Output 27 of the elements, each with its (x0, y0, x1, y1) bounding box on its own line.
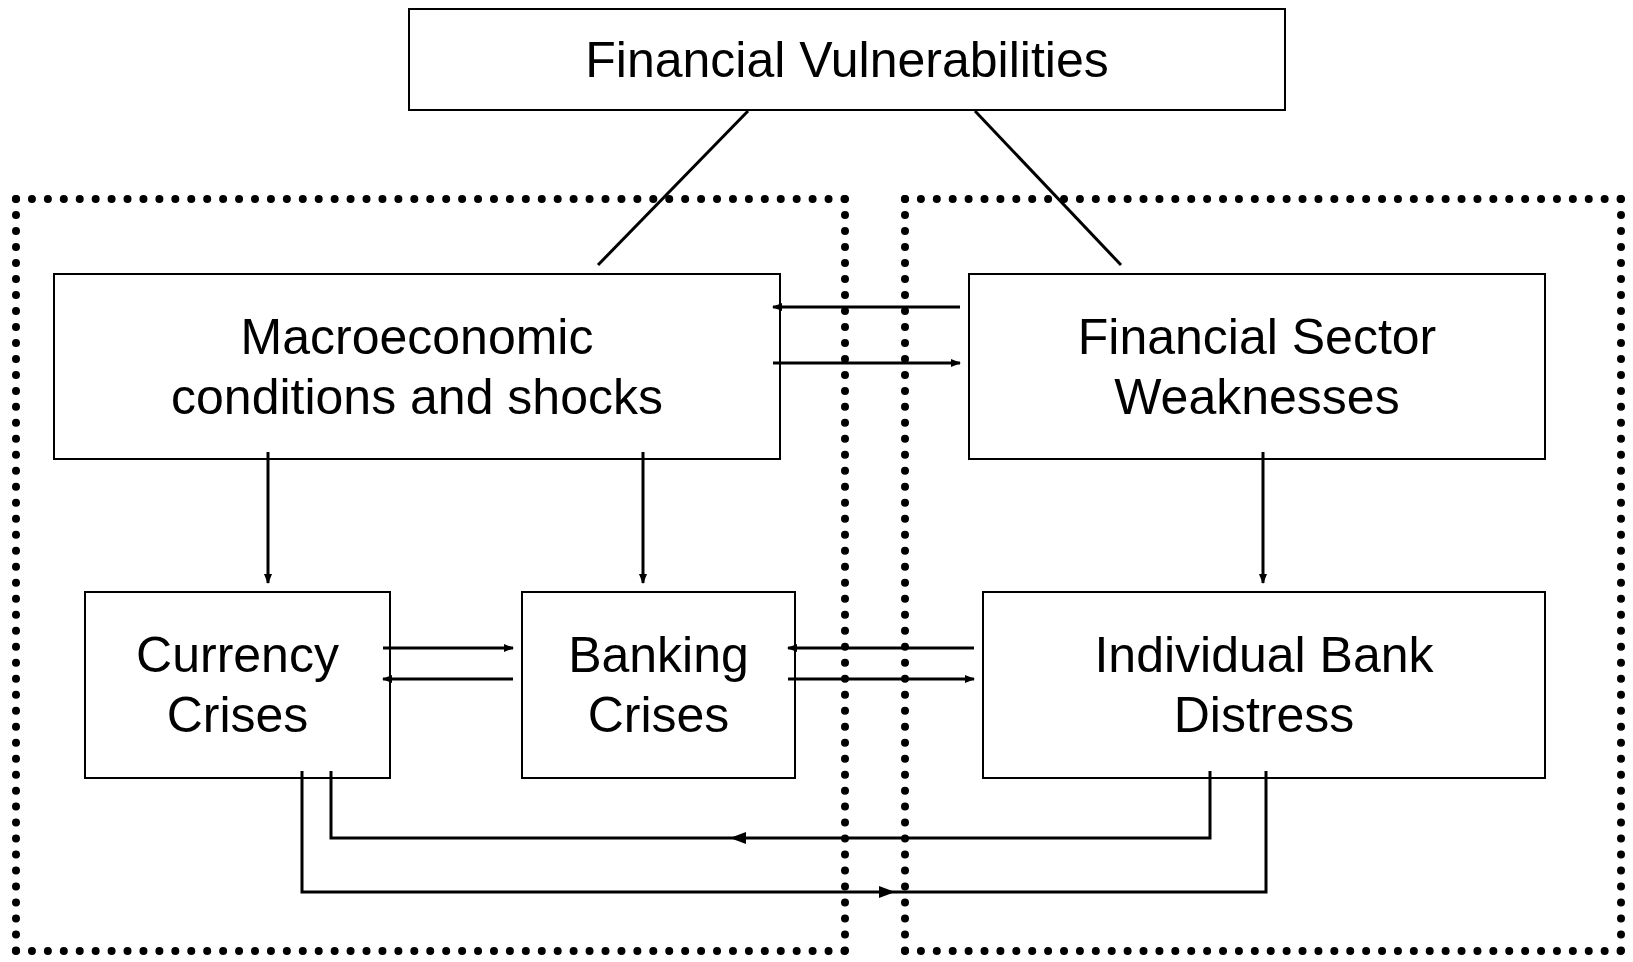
arrow (788, 675, 975, 683)
box-label: Financial Sector Weaknesses (1076, 307, 1438, 427)
box-label: Macroeconomic conditions and shocks (170, 307, 664, 427)
arrow (772, 303, 960, 311)
process-box (982, 591, 1546, 779)
arrow (382, 675, 513, 683)
box-label: Individual Bank Distress (1093, 626, 1435, 745)
arrow (773, 359, 961, 367)
process-box (84, 591, 391, 779)
process-box (968, 273, 1546, 460)
arrow (639, 452, 647, 584)
connector-line (973, 109, 1123, 267)
arrow (1259, 452, 1267, 584)
box-label: Financial Vulnerabilities (585, 30, 1109, 90)
process-box (408, 8, 1286, 111)
dotted-group-box (12, 195, 849, 955)
process-box (53, 273, 781, 460)
arrow (264, 452, 272, 584)
box-label: Currency Crises (135, 626, 340, 745)
connector-line (596, 109, 750, 267)
process-box (521, 591, 796, 779)
arrow (300, 771, 1268, 898)
arrow (787, 644, 974, 652)
arrow (329, 771, 1212, 844)
arrow (383, 644, 514, 652)
box-label: Banking Crises (567, 626, 750, 745)
dotted-group-box (901, 195, 1625, 955)
